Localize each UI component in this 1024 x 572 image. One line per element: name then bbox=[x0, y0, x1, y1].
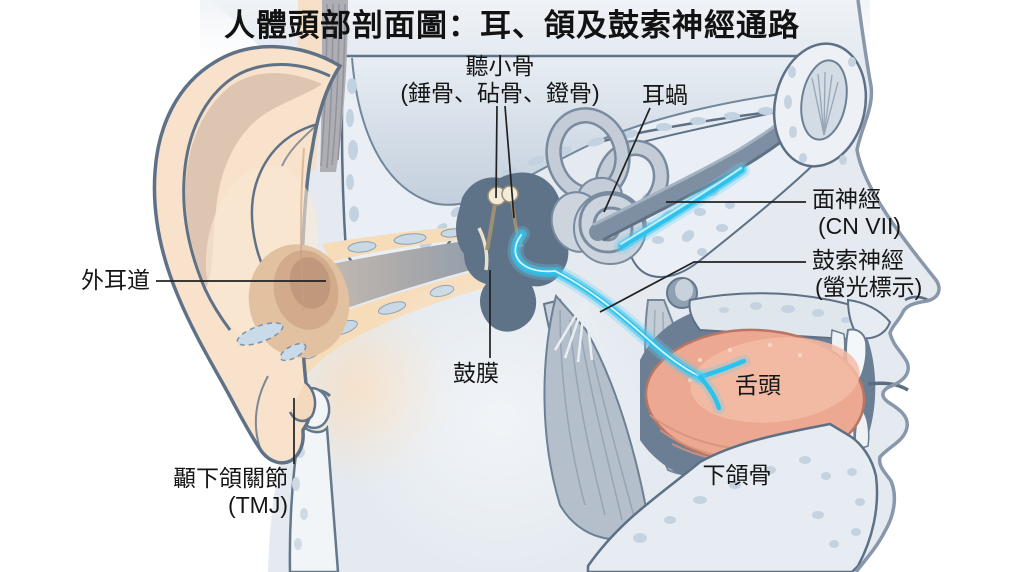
nostril bbox=[904, 295, 929, 302]
leader-ossicles-1 bbox=[495, 105, 498, 199]
leader-ossicles-2 bbox=[504, 105, 515, 219]
label-ear-canal: 外耳道 bbox=[81, 267, 150, 293]
label-tmj-line2: (TMJ) bbox=[227, 492, 288, 518]
label-cochlea: 耳蝸 bbox=[642, 82, 688, 108]
mandible-trabeculae bbox=[633, 456, 865, 548]
label-ossicles-line2: (錘骨、砧骨、鐙骨) bbox=[400, 80, 600, 106]
outer-ear-pinna bbox=[152, 45, 350, 465]
label-mandible: 下頜骨 bbox=[702, 462, 772, 488]
leader-chorda bbox=[599, 261, 806, 313]
brain-area bbox=[352, 58, 826, 205]
mandible-ramus bbox=[288, 421, 340, 572]
label-facial-nerve: 面神經 (CN VII) bbox=[812, 186, 901, 240]
label-facial-nerve-line2: (CN VII) bbox=[818, 213, 902, 239]
leader-lines bbox=[156, 105, 806, 464]
label-tmj: 顳下頜關節 (TMJ) bbox=[95, 465, 288, 519]
anterior-maxilla bbox=[846, 298, 892, 340]
chorda-tympani-branch-up bbox=[614, 162, 750, 254]
label-tongue: 舌頭 bbox=[735, 372, 781, 398]
face-profile-outline bbox=[854, 0, 941, 572]
label-chorda-tympani: 鼓索神經 (螢光標示) bbox=[812, 247, 922, 301]
diagram-title: 人體頭部剖面圖：耳、頜及鼓索神經通路 bbox=[224, 8, 800, 43]
label-chorda-line1: 鼓索神經 bbox=[812, 247, 904, 273]
oral-region bbox=[586, 292, 929, 572]
leader-cochlea bbox=[603, 107, 651, 213]
label-tmj-line1: 顳下頜關節 bbox=[173, 465, 288, 491]
tendon-fan bbox=[553, 299, 606, 363]
label-ossicles-line1: 聽小骨 bbox=[465, 53, 535, 79]
tragus bbox=[288, 381, 317, 423]
label-ossicles: 聽小骨 (錘骨、砧骨、鐙骨) bbox=[330, 53, 670, 107]
mouth-slit bbox=[867, 381, 909, 392]
label-eardrum: 鼓膜 bbox=[453, 360, 499, 386]
ossicles-bones bbox=[485, 185, 524, 251]
external-ear-canal bbox=[312, 238, 486, 318]
label-chorda-line2: (螢光標示) bbox=[815, 274, 923, 300]
orbit bbox=[772, 42, 868, 168]
ear-cartilage-sections bbox=[236, 322, 307, 362]
label-facial-nerve-line1: 面神經 bbox=[812, 186, 881, 212]
chorda-tympani-nerve-highlight bbox=[507, 226, 750, 414]
